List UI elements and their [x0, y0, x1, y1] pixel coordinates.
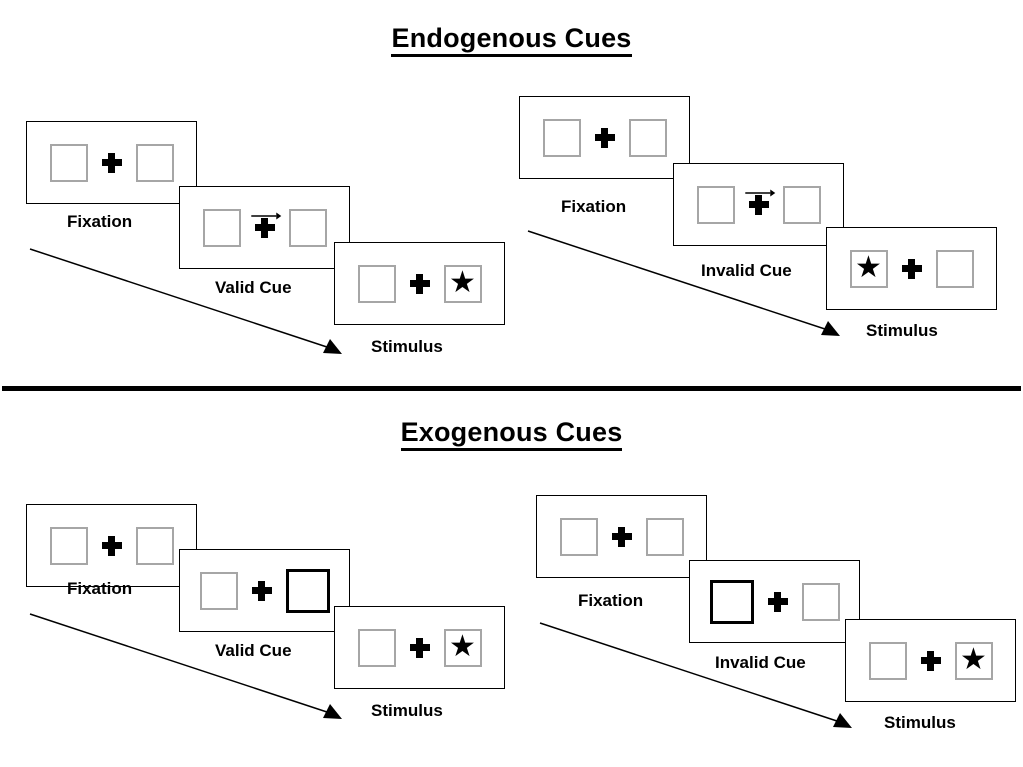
panel-endogenous-valid-fixation [26, 121, 197, 204]
stimulus-box-right [645, 517, 684, 556]
fixation-center [250, 212, 281, 238]
star-target-icon: ★ [449, 629, 476, 663]
panel-content [49, 143, 174, 182]
fixation-cross-icon [409, 637, 430, 658]
rightward-arrow-cue-icon [250, 208, 282, 219]
stimulus-box-left [199, 571, 238, 610]
fixation-cross-icon [101, 152, 122, 173]
caption-endogenous-valid-cue: Valid Cue [215, 278, 292, 297]
caption-exogenous-invalid-stimulus: Stimulus [884, 713, 956, 732]
fixation-center [767, 591, 788, 612]
caption-endogenous-valid-stimulus: Stimulus [371, 337, 443, 356]
caption-exogenous-valid-fixation: Fixation [67, 579, 133, 598]
caption-exogenous-invalid-cue: Invalid Cue [715, 653, 806, 672]
panel-exogenous-valid-fixation [26, 504, 197, 587]
stimulus-box-left [49, 526, 88, 565]
stimulus-box-right [135, 143, 174, 182]
stimulus-box-left [202, 208, 241, 247]
stimulus-box-left [868, 641, 907, 680]
fixation-center [409, 273, 430, 294]
panel-content [696, 185, 821, 224]
stimulus-box-right [628, 118, 667, 157]
fixation-cross-icon [901, 258, 922, 279]
stimulus-box-left [696, 185, 735, 224]
star-target-icon: ★ [855, 250, 882, 284]
fixation-center [251, 580, 272, 601]
caption-endogenous-valid-fixation: Fixation [67, 212, 133, 231]
caption-exogenous-valid-stimulus: Stimulus [371, 701, 443, 720]
caption-endogenous-invalid-stimulus: Stimulus [866, 321, 938, 340]
stimulus-box-right [782, 185, 821, 224]
caption-exogenous-invalid-fixation: Fixation [578, 591, 644, 610]
section-title-endogenous: Endogenous Cues [0, 23, 1023, 57]
rightward-arrow-cue-icon [744, 185, 776, 196]
stimulus-box-left [357, 264, 396, 303]
caption-endogenous-invalid-cue: Invalid Cue [701, 261, 792, 280]
panel-exogenous-invalid-cue [689, 560, 860, 643]
panel-content [559, 517, 684, 556]
stimulus-box-left [49, 143, 88, 182]
fixation-cross-icon [748, 194, 769, 215]
stimulus-box-right [135, 526, 174, 565]
stimulus-box-right [935, 249, 974, 288]
fixation-cross-icon [101, 535, 122, 556]
fixation-center [101, 535, 122, 556]
caption-exogenous-valid-cue: Valid Cue [215, 641, 292, 660]
panel-exogenous-valid-stimulus: ★ [334, 606, 505, 689]
stimulus-box-right [801, 582, 840, 621]
fixation-cross-icon [409, 273, 430, 294]
stimulus-box-left [357, 628, 396, 667]
fixation-center [101, 152, 122, 173]
stimulus-box-left [542, 118, 581, 157]
fixation-center [901, 258, 922, 279]
section-divider [2, 386, 1021, 391]
fixation-center [920, 650, 941, 671]
star-target-icon: ★ [449, 265, 476, 299]
panel-content: ★ [357, 264, 482, 303]
panel-content: ★ [868, 641, 993, 680]
panel-content: ★ [849, 249, 974, 288]
stimulus-box-left-cued [709, 579, 754, 624]
panel-exogenous-invalid-stimulus: ★ [845, 619, 1016, 702]
panel-content: ★ [357, 628, 482, 667]
stimulus-box-left-target: ★ [849, 249, 888, 288]
fixation-center [594, 127, 615, 148]
fixation-cross-icon [594, 127, 615, 148]
fixation-cross-icon [611, 526, 632, 547]
panel-exogenous-valid-cue [179, 549, 350, 632]
panel-endogenous-invalid-stimulus: ★ [826, 227, 997, 310]
panel-content [202, 208, 327, 247]
fixation-cross-icon [251, 580, 272, 601]
stimulus-box-right-target: ★ [954, 641, 993, 680]
stimulus-box-right [288, 208, 327, 247]
fixation-cross-icon [920, 650, 941, 671]
stimulus-box-left [559, 517, 598, 556]
panel-endogenous-invalid-cue [673, 163, 844, 246]
fixation-center [611, 526, 632, 547]
panel-content [49, 526, 174, 565]
panel-endogenous-valid-stimulus: ★ [334, 242, 505, 325]
section-title-endogenous-text: Endogenous Cues [391, 23, 632, 57]
panel-content [542, 118, 667, 157]
panel-exogenous-invalid-fixation [536, 495, 707, 578]
panel-content [199, 568, 330, 613]
section-title-exogenous: Exogenous Cues [0, 417, 1023, 451]
fixation-cross-icon [254, 217, 275, 238]
fixation-center [409, 637, 430, 658]
panel-endogenous-invalid-fixation [519, 96, 690, 179]
fixation-cross-icon [767, 591, 788, 612]
fixation-center [744, 189, 775, 215]
stimulus-box-right-target: ★ [443, 264, 482, 303]
panel-content [709, 579, 840, 624]
stimulus-box-right-cued [285, 568, 330, 613]
star-target-icon: ★ [960, 642, 987, 676]
caption-endogenous-invalid-fixation: Fixation [561, 197, 627, 216]
panel-endogenous-valid-cue [179, 186, 350, 269]
stimulus-box-right-target: ★ [443, 628, 482, 667]
section-title-exogenous-text: Exogenous Cues [400, 417, 623, 451]
